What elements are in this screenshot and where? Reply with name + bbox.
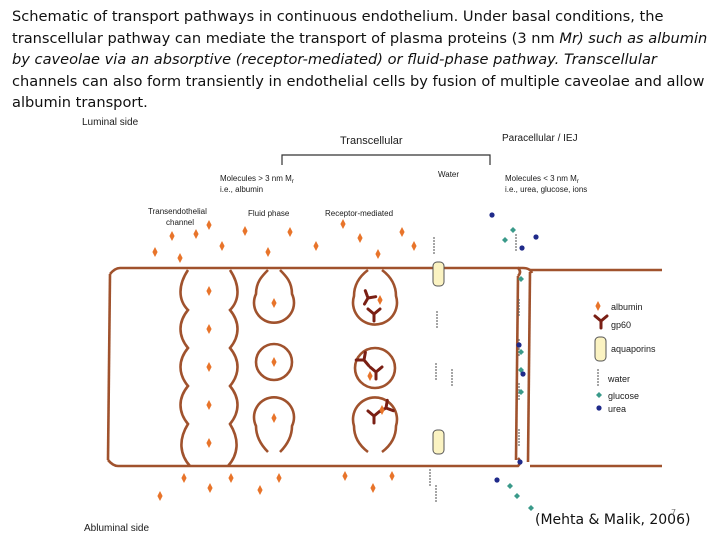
transcellular-bracket	[281, 154, 491, 165]
fluid-phase-albumin	[271, 298, 277, 423]
figure-caption: Schematic of transport pathways in conti…	[12, 6, 712, 114]
abluminal-side-label: Abluminal side	[84, 523, 149, 534]
transendothelial-channel	[179, 269, 239, 467]
aquaporin-channels	[432, 261, 445, 455]
abluminal-albumin	[157, 471, 395, 501]
transcellular-label: Transcellular	[340, 135, 403, 147]
legend: albumin gp60 aquaporins water glucose ur…	[593, 301, 656, 414]
molecules-small-line1: Molecules < 3 nm Mr	[505, 174, 579, 185]
transendothelial-label-1: Transendothelial	[148, 207, 207, 216]
urea-molecules	[489, 212, 539, 483]
molecules-small-line2: i.e., urea, glucose, ions	[505, 185, 587, 194]
receptor-mediated-caveolae	[351, 268, 399, 454]
caption-part-3: channels can also form transiently in en…	[12, 72, 705, 112]
channel-albumin	[206, 286, 212, 448]
legend-glucose: glucose	[608, 391, 639, 401]
endothelial-membrane	[106, 266, 662, 468]
molecules-large-line2: i.e., albumin	[220, 185, 263, 194]
legend-water: water	[607, 374, 630, 384]
fluid-phase-caveolae	[252, 269, 296, 453]
legend-urea: urea	[608, 404, 626, 414]
molecules-large-line1: Molecules > 3 nm Mr	[220, 174, 294, 185]
legend-aquaporins: aquaporins	[611, 344, 656, 354]
caption-part-2: Mr) such as albumin by caveolae via an a…	[12, 29, 708, 69]
slide-number: 7	[671, 508, 677, 517]
receptor-mediated-label: Receptor-mediated	[325, 209, 393, 218]
legend-gp60: gp60	[611, 320, 631, 330]
citation: (Mehta & Malik, 2006)	[535, 512, 691, 528]
legend-albumin: albumin	[611, 302, 643, 312]
paracellular-label: Paracellular / IEJ	[502, 133, 578, 144]
fluid-phase-label: Fluid phase	[248, 209, 290, 218]
water-label: Water	[438, 170, 459, 179]
transendothelial-label-2: channel	[166, 218, 194, 227]
luminal-side-label: Luminal side	[82, 117, 139, 128]
caption-part-1: Schematic of transport pathways in conti…	[12, 8, 664, 47]
